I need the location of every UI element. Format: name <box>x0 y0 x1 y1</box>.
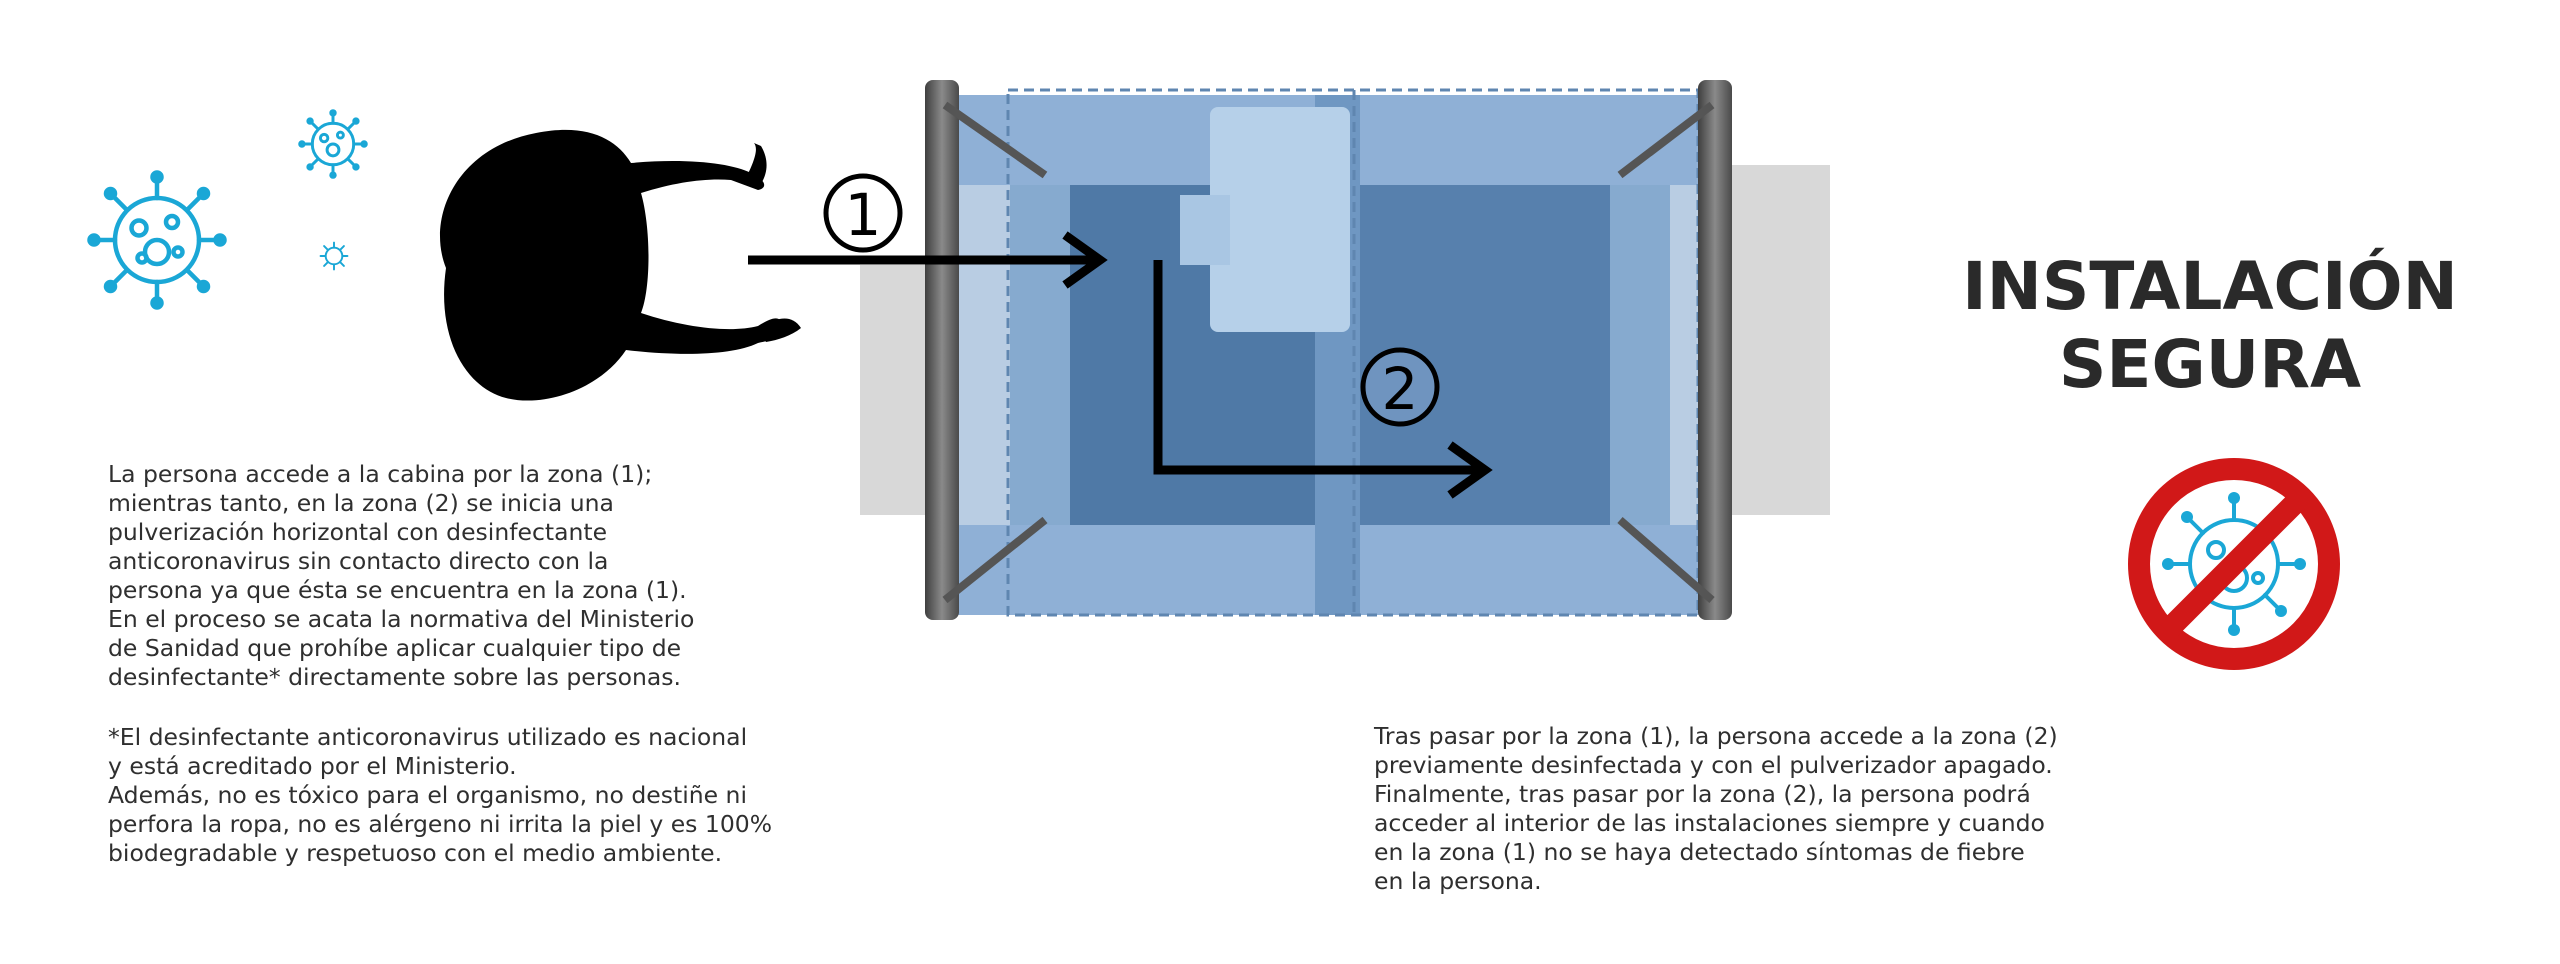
title-line-1: INSTALACIÓN <box>1962 248 2458 325</box>
frame-diagonal-bl <box>942 516 1048 604</box>
no-virus-icon <box>2128 458 2340 670</box>
zone-1-wall <box>1010 185 1070 525</box>
frame-left-post <box>925 80 959 620</box>
frame-right-post <box>1698 80 1732 620</box>
zone-1-marker <box>823 173 903 253</box>
zone-2-marker <box>1360 347 1440 427</box>
zone-2-wall <box>1610 185 1670 525</box>
right-panel-shadow <box>1730 165 1830 515</box>
zone-2-label: 2 <box>1382 355 1419 423</box>
sprayer-unit-front <box>1180 195 1230 265</box>
title-line-2: SEGURA <box>2058 326 2362 403</box>
arrow-1-head <box>1062 231 1108 289</box>
sprayer-unit <box>1210 107 1350 332</box>
virus-icon-small <box>319 241 349 271</box>
person-silhouette <box>440 129 801 401</box>
arrow-2-head <box>1447 441 1493 499</box>
left-footnote: *El desinfectante anticoronavirus utiliz… <box>108 723 773 867</box>
frame-diagonal-tl <box>942 101 1048 179</box>
left-description: La persona accede a la cabina por la zon… <box>108 460 695 691</box>
frame-diagonal-tr <box>1617 101 1715 179</box>
cabin-diagram: 1 2 <box>748 80 1830 620</box>
frame-diagonal-br <box>1617 516 1715 604</box>
right-description: Tras pasar por la zona (1), la persona a… <box>1374 722 2058 895</box>
virus-icon-large <box>87 170 227 310</box>
arrow-2-shaft <box>1153 260 1485 475</box>
zone-1-label: 1 <box>845 181 882 249</box>
virus-icon-medium <box>298 109 368 179</box>
title: INSTALACIÓN SEGURA <box>1920 248 2500 404</box>
